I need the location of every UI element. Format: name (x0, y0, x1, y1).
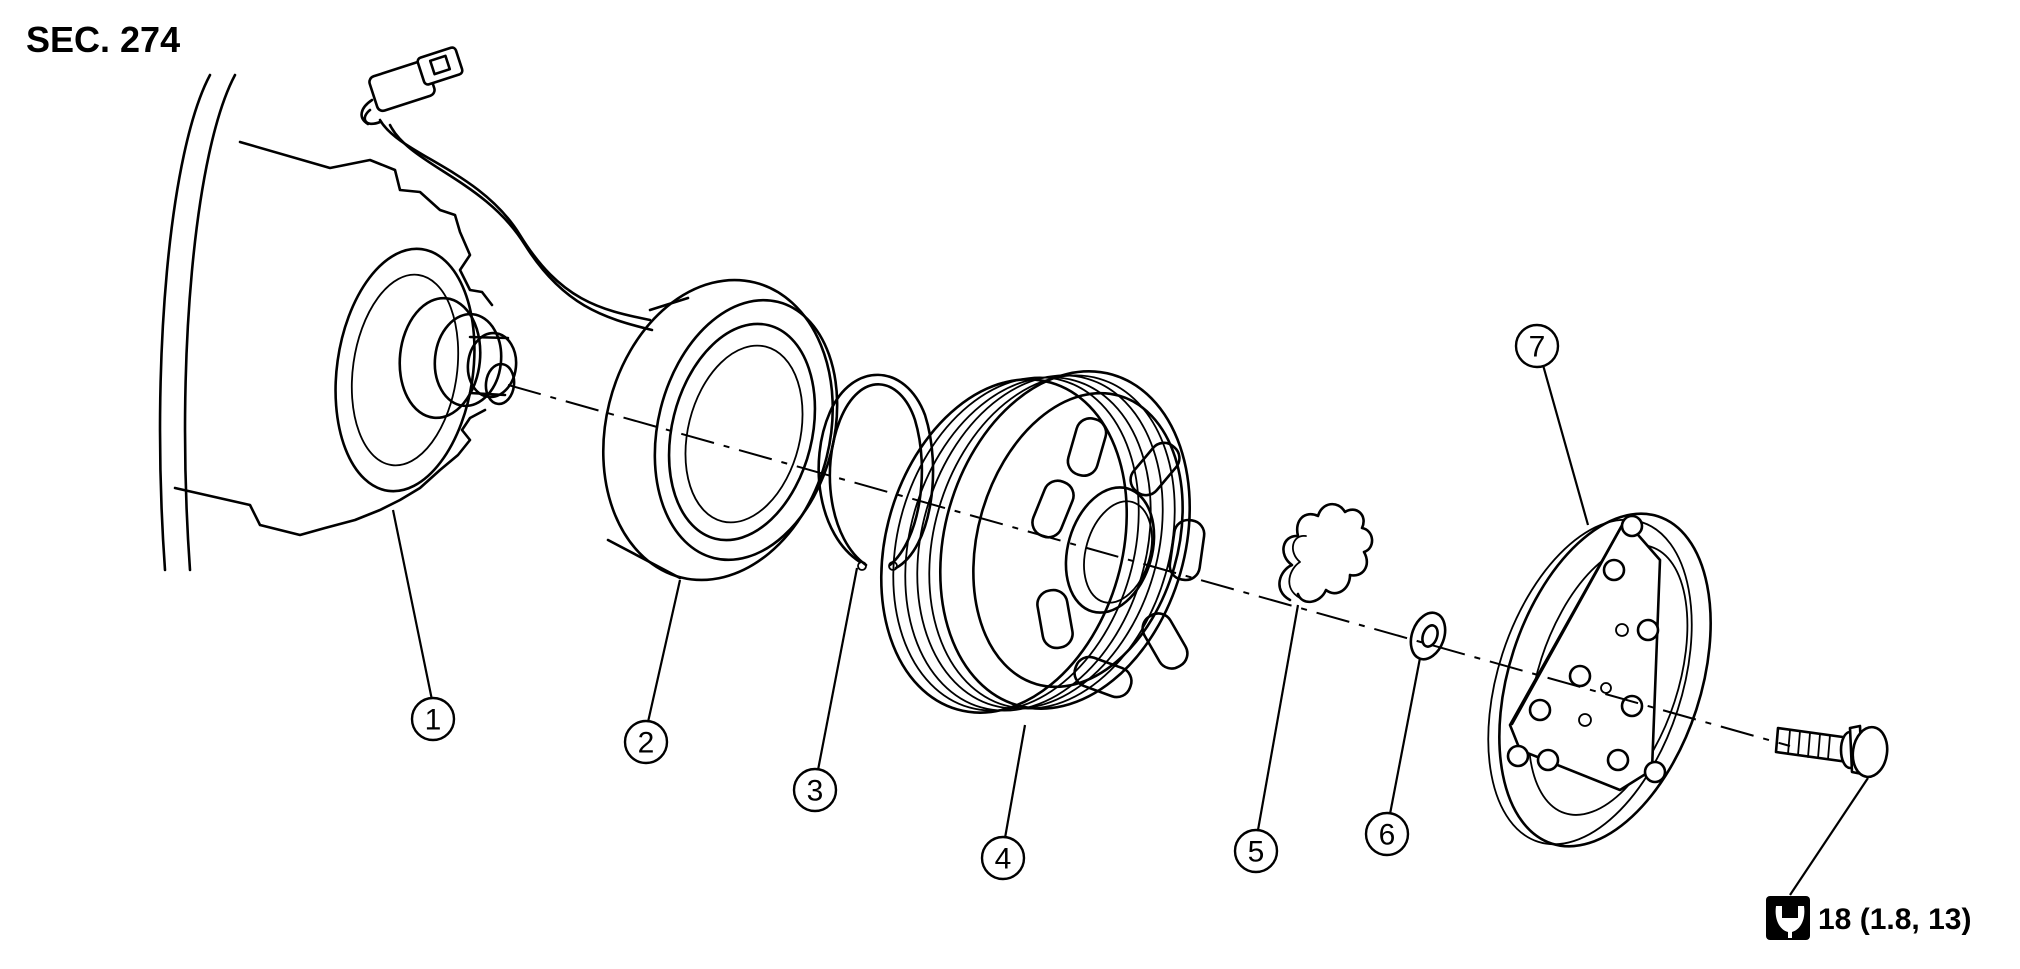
washer (1409, 611, 1447, 661)
pulley (879, 370, 1206, 714)
torque-wrench-icon (1766, 896, 1810, 940)
callout-5: 5 (1233, 828, 1279, 874)
leader-lines (391, 364, 1869, 896)
callout-6-label: 6 (1379, 819, 1396, 852)
bolt (1774, 724, 1889, 779)
callout-1: 1 (410, 696, 456, 742)
callout-2-label: 2 (638, 727, 655, 760)
snap-ring (817, 373, 935, 571)
section-label: SEC. 274 (26, 19, 180, 60)
compressor-body (158, 73, 518, 572)
center-axis (507, 384, 1791, 747)
harness-connector (360, 46, 654, 332)
callout-5-label: 5 (1248, 836, 1265, 869)
torque-spec: 18 (1.8, 13) (1766, 896, 1971, 940)
callout-3: 3 (792, 767, 838, 813)
torque-value: 18 (1.8, 13) (1818, 903, 1971, 936)
clutch-disc (1487, 512, 1712, 848)
callout-3-label: 3 (807, 775, 824, 808)
callout-1-label: 1 (425, 704, 442, 737)
field-coil (601, 278, 839, 582)
callout-7-label: 7 (1529, 331, 1546, 364)
callout-4-label: 4 (995, 843, 1012, 876)
callout-7: 7 (1514, 323, 1560, 369)
callout-4: 4 (980, 835, 1026, 881)
callout-2: 2 (623, 719, 669, 765)
spacer-plate (1278, 502, 1374, 604)
callout-6: 6 (1364, 811, 1410, 857)
